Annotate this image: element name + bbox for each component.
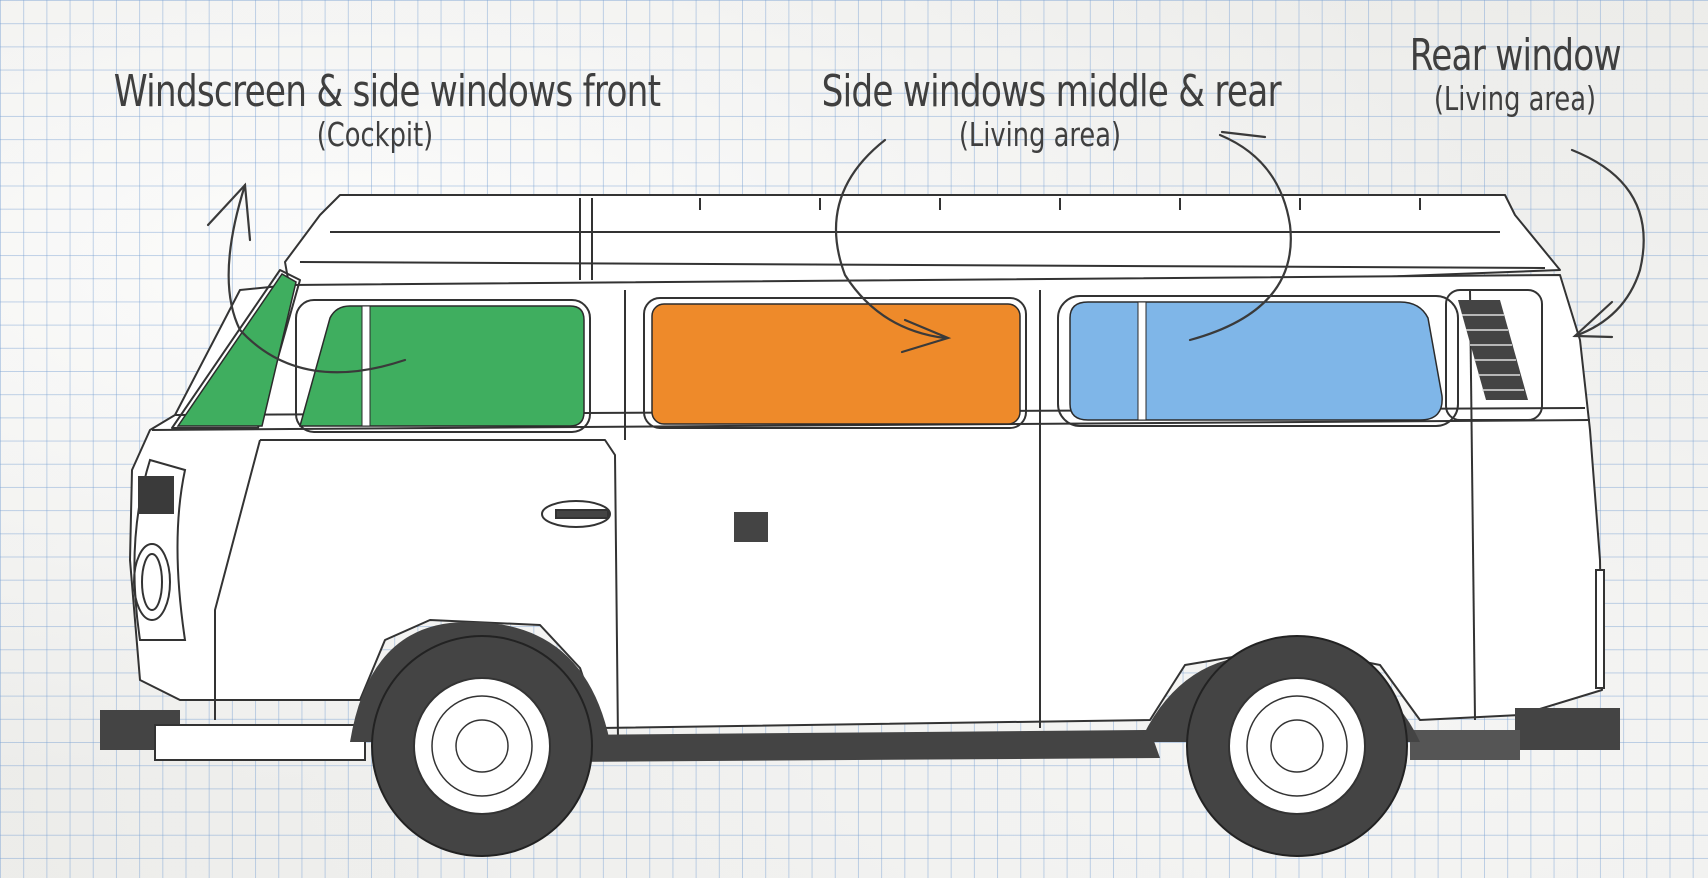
label-rear-window: Rear window (Living area) [1380, 30, 1650, 118]
label-middle-subtitle: (Living area) [958, 115, 1122, 154]
label-middle-rear-windows: Side windows middle & rear (Living area) [760, 66, 1320, 154]
fuel-cap [734, 512, 768, 542]
rear-light-strip [1595, 569, 1605, 689]
middle-window-glass [651, 303, 1021, 425]
rear-side-window-frame [1057, 295, 1459, 427]
chassis-bar [560, 730, 1160, 762]
label-rear-title: Rear window [1409, 30, 1622, 81]
label-middle-title: Side windows middle & rear [821, 66, 1282, 117]
front-bumper-bar [154, 724, 366, 761]
door-handle [541, 500, 611, 528]
body-belt-line [151, 419, 1591, 431]
middle-window-frame [643, 297, 1027, 429]
rear-wheel [1186, 635, 1408, 857]
rear-side-window-glass [1069, 301, 1443, 421]
front-door-outline [214, 439, 619, 741]
front-side-window-glass [299, 305, 585, 427]
arrow-middle-up-icon [1188, 130, 1292, 342]
arrow-front-icon [206, 182, 407, 374]
front-window-divider [361, 305, 371, 427]
rear-bumper [1515, 708, 1620, 750]
front-wheel [371, 635, 593, 857]
rear-body-line [1469, 289, 1476, 721]
rear-axle [1410, 730, 1520, 760]
roof-rack-line [299, 231, 1546, 269]
label-rear-subtitle: (Living area) [1433, 79, 1597, 118]
label-front-subtitle: (Cockpit) [316, 115, 434, 154]
windscreen-glass [176, 273, 297, 427]
rear-vent-frame [1445, 289, 1543, 421]
arrow-middle-down-icon [834, 138, 952, 354]
rear-window-divider [1137, 301, 1147, 421]
label-front-windows: Windscreen & side windows front (Cockpit… [40, 66, 710, 154]
windscreen-frame [171, 269, 301, 429]
label-front-title: Windscreen & side windows front [113, 66, 661, 117]
indicator-light [138, 476, 174, 514]
rear-vent-slats [1462, 314, 1524, 391]
roof-bars [579, 198, 1421, 280]
arrow-rear-icon [1570, 148, 1645, 339]
